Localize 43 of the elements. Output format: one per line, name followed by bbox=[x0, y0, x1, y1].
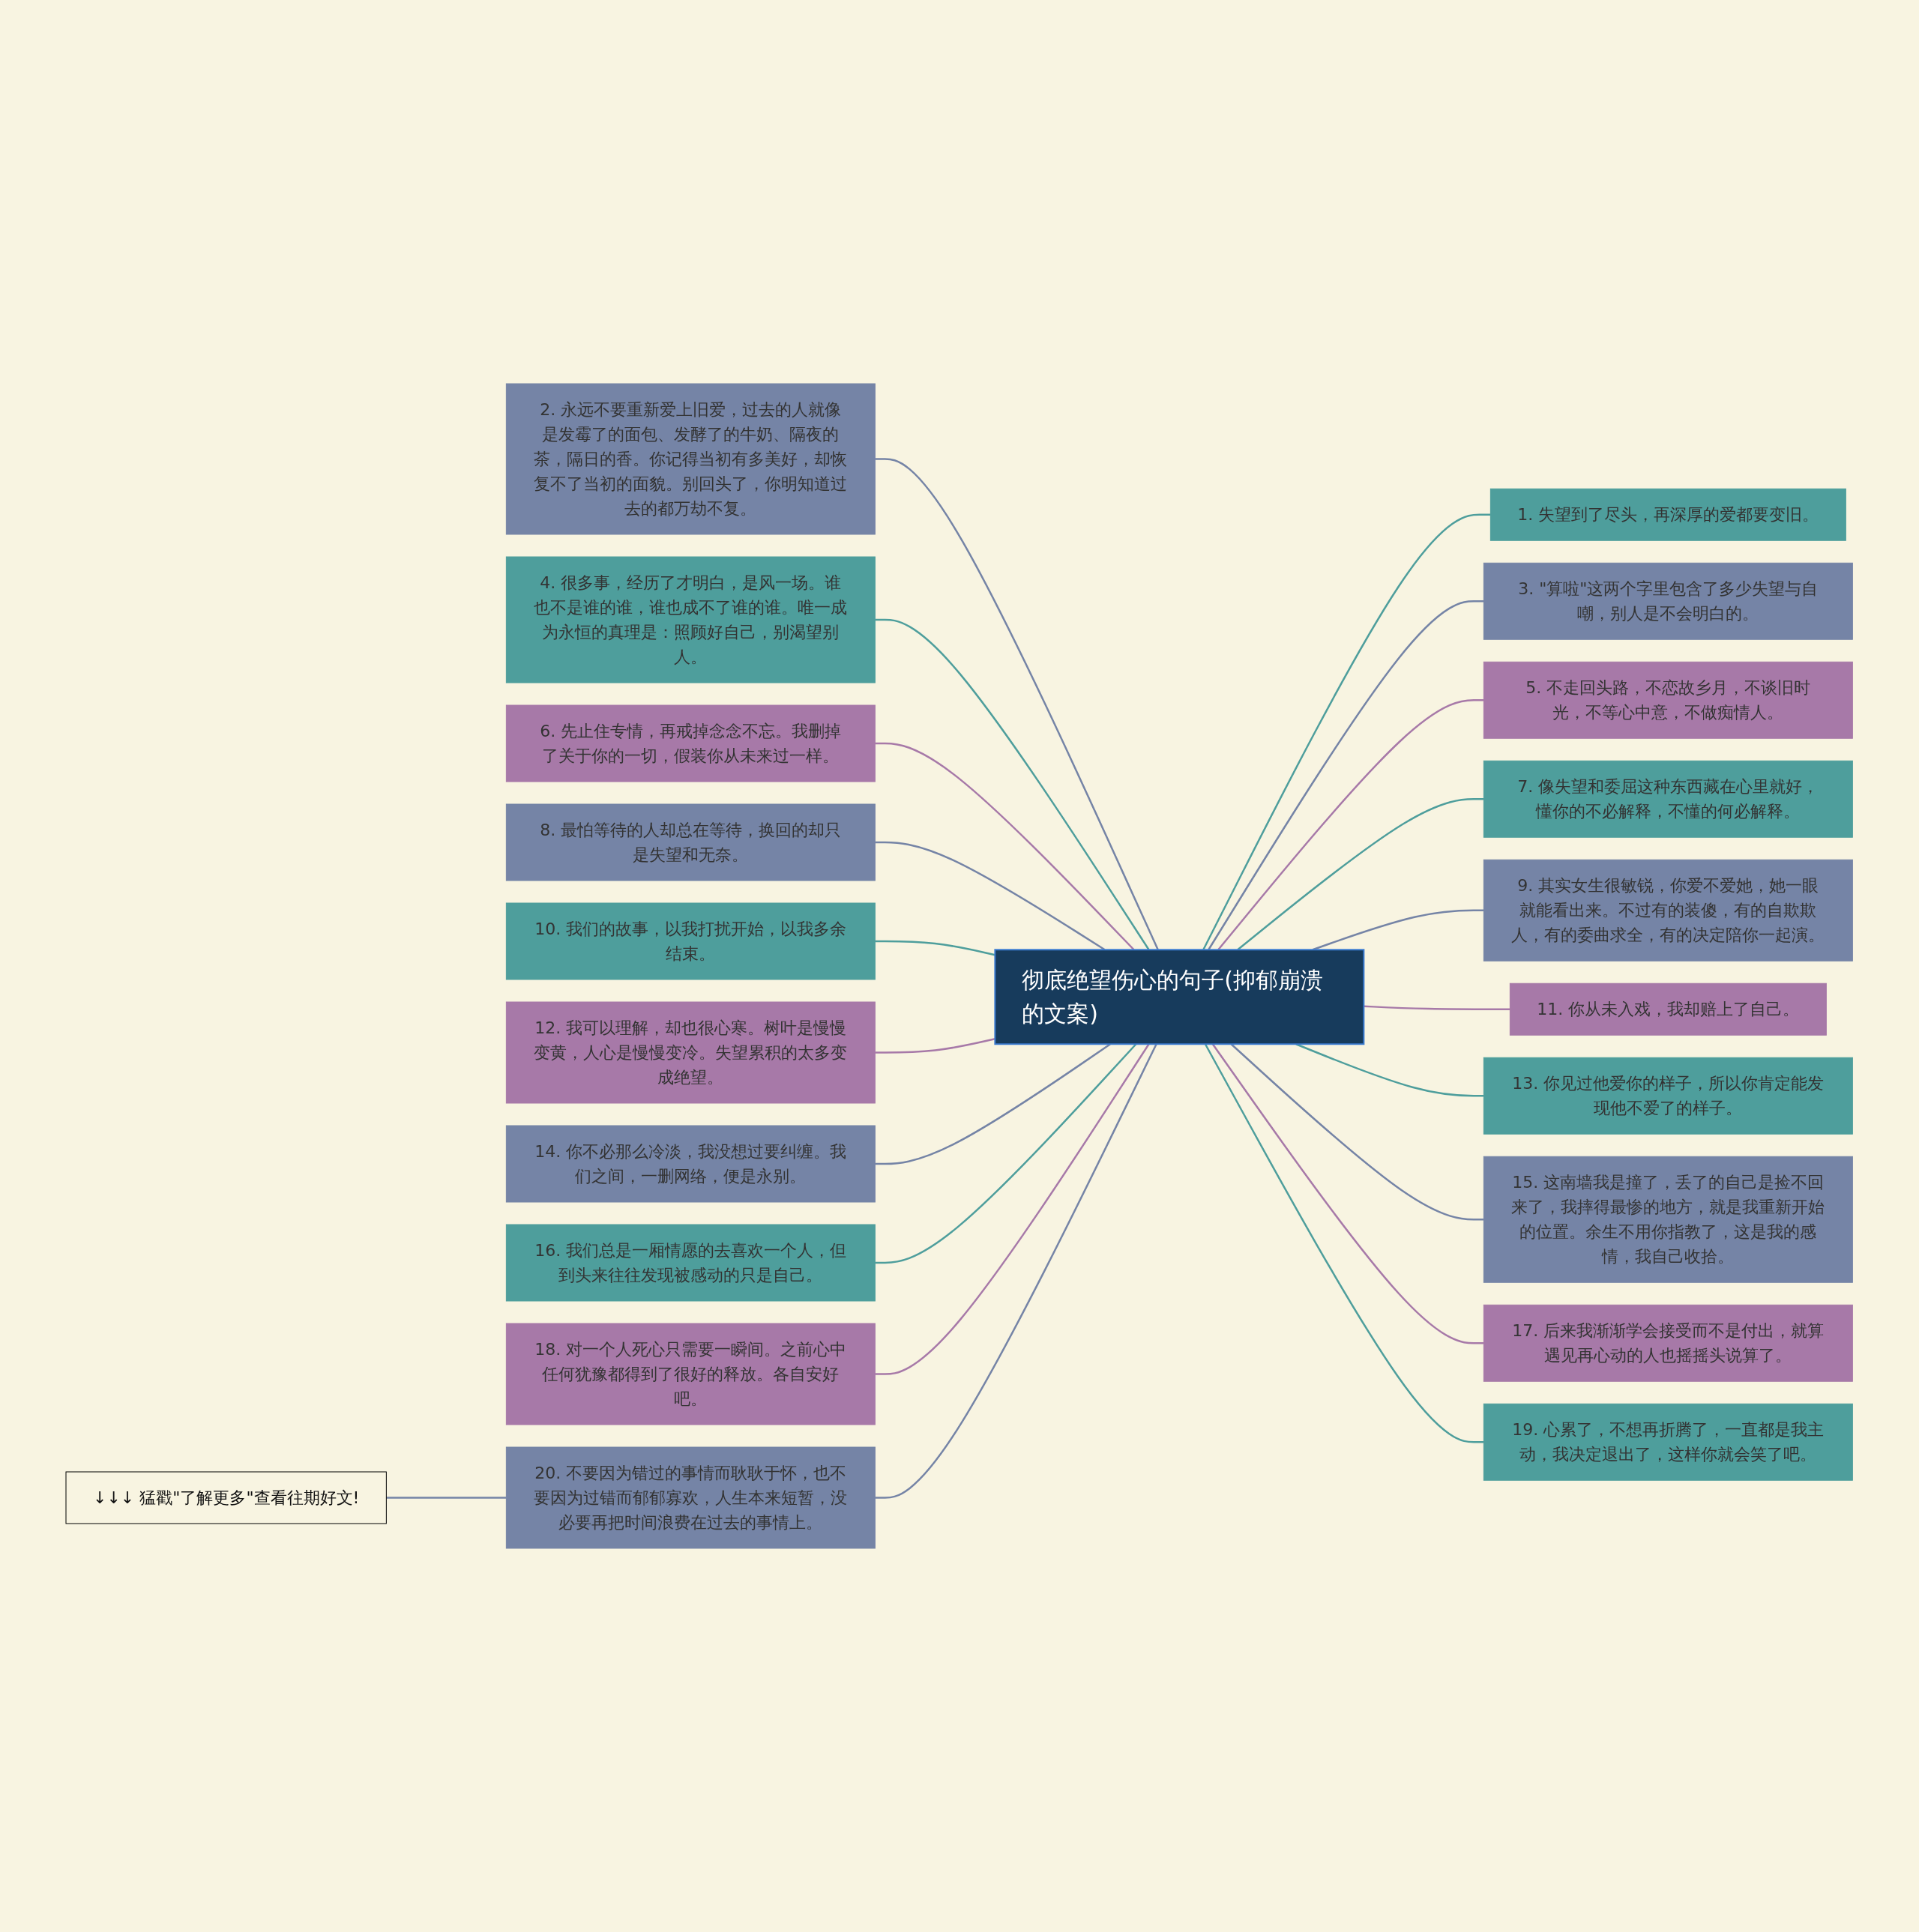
connector bbox=[1205, 1043, 1484, 1443]
node-box: 13. 你见过他爱你的样子，所以你肯定能发现他不爱了的样子。 bbox=[1483, 1057, 1854, 1135]
connector bbox=[1237, 798, 1484, 951]
node-box: 8. 最怕等待的人却总在等待，换回的却只是失望和无奈。 bbox=[506, 803, 876, 881]
node-box: 20. 不要因为错过的事情而耿耿于怀，也不要因为过错而郁郁寡欢，人生本来短暂，没必要再把时间浪费在过去的事情上。 bbox=[506, 1446, 876, 1549]
connector bbox=[1217, 699, 1484, 951]
connector bbox=[875, 1043, 1158, 1499]
connector bbox=[1364, 1005, 1510, 1010]
node-box: 18. 对一个人死心只需要一瞬间。之前心中任何犹豫都得到了很好的释放。各自安好吧。 bbox=[506, 1323, 876, 1425]
node-box: 16. 我们总是一厢情愿的去喜欢一个人，但到头来往往发现被感动的只是自己。 bbox=[506, 1224, 876, 1302]
node-box: 彻底绝望伤心的句子(抑郁崩溃的文案) bbox=[994, 949, 1365, 1045]
connector bbox=[875, 1038, 995, 1054]
connector bbox=[1313, 909, 1484, 951]
node-box: 1. 失望到了尽头，再深厚的爱都要变旧。 bbox=[1490, 488, 1847, 541]
connector bbox=[875, 841, 1106, 951]
node-box: 2. 永远不要重新爱上旧爱，过去的人就像是发霉了的面包、发酵了的牛奶、隔夜的茶，隔日的香。你记得当初有多美好，却恢复不了当初的面貌。别回头了，你明知道过去的都万劫不复。 bbox=[506, 383, 876, 535]
node-box: 17. 后来我渐渐学会接受而不是付出，就算遇见再心动的人也摇摇头说算了。 bbox=[1483, 1304, 1854, 1382]
node-box: 3. "算啦"这两个字里包含了多少失望与自嘲，别人是不会明白的。 bbox=[1483, 562, 1854, 640]
connector bbox=[875, 618, 1150, 950]
connector bbox=[1208, 600, 1484, 950]
connector bbox=[875, 1043, 1137, 1264]
connector bbox=[875, 940, 995, 956]
node-box: 5. 不走回头路，不恋故乡月，不谈旧时光，不等心中意，不做痴情人。 bbox=[1483, 661, 1854, 739]
node-box: 19. 心累了，不想再折腾了，一直都是我主动，我决定退出了，这样你就会笑了吧。 bbox=[1483, 1403, 1854, 1481]
connector bbox=[386, 1497, 507, 1499]
connector bbox=[1212, 1043, 1484, 1344]
node-box: 9. 其实女生很敏锐，你爱不爱她，她一眼就能看出来。不过有的装傻，有的自欺欺人，有的委曲求全，有的决定陪你一起演。 bbox=[1483, 859, 1854, 962]
connector bbox=[875, 1043, 1150, 1375]
node-box: 6. 先止住专情，再戒掉念念不忘。我删掉了关于你的一切，假装你从未来过一样。 bbox=[506, 704, 876, 782]
node-box: ↓↓↓ 猛戳"了解更多"查看往期好文! bbox=[65, 1471, 388, 1524]
connector bbox=[1295, 1043, 1484, 1097]
node-box: 4. 很多事，经历了才明白，是风一场。谁也不是谁的谁，谁也成不了谁的谁。唯一成为永恒的真理是：照顾好自己，别渴望别人。 bbox=[506, 556, 876, 683]
connector bbox=[875, 742, 1135, 951]
node-box: 10. 我们的故事，以我打扰开始，以我多余结束。 bbox=[506, 902, 876, 980]
connector bbox=[875, 458, 1160, 950]
connector bbox=[875, 1043, 1112, 1165]
connector bbox=[1202, 513, 1491, 950]
node-box: 14. 你不必那么冷淡，我没想过要纠缠。我们之间，一删网络，便是永别。 bbox=[506, 1125, 876, 1203]
node-box: 11. 你从未入戏，我却赔上了自己。 bbox=[1510, 982, 1828, 1036]
node-box: 7. 像失望和委屈这种东西藏在心里就好，懂你的不必解释，不懂的何必解释。 bbox=[1483, 760, 1854, 838]
node-box: 12. 我可以理解，却也很心寒。树叶是慢慢变黄，人心是慢慢变冷。失望累积的太多变成绝望。 bbox=[506, 1001, 876, 1104]
connector bbox=[1230, 1043, 1484, 1221]
node-box: 15. 这南墙我是撞了，丢了的自己是捡不回来了，我摔得最惨的地方，就是我重新开始的位置。余生不用你指教了，这是我的感情，我自己收拾。 bbox=[1483, 1156, 1854, 1283]
